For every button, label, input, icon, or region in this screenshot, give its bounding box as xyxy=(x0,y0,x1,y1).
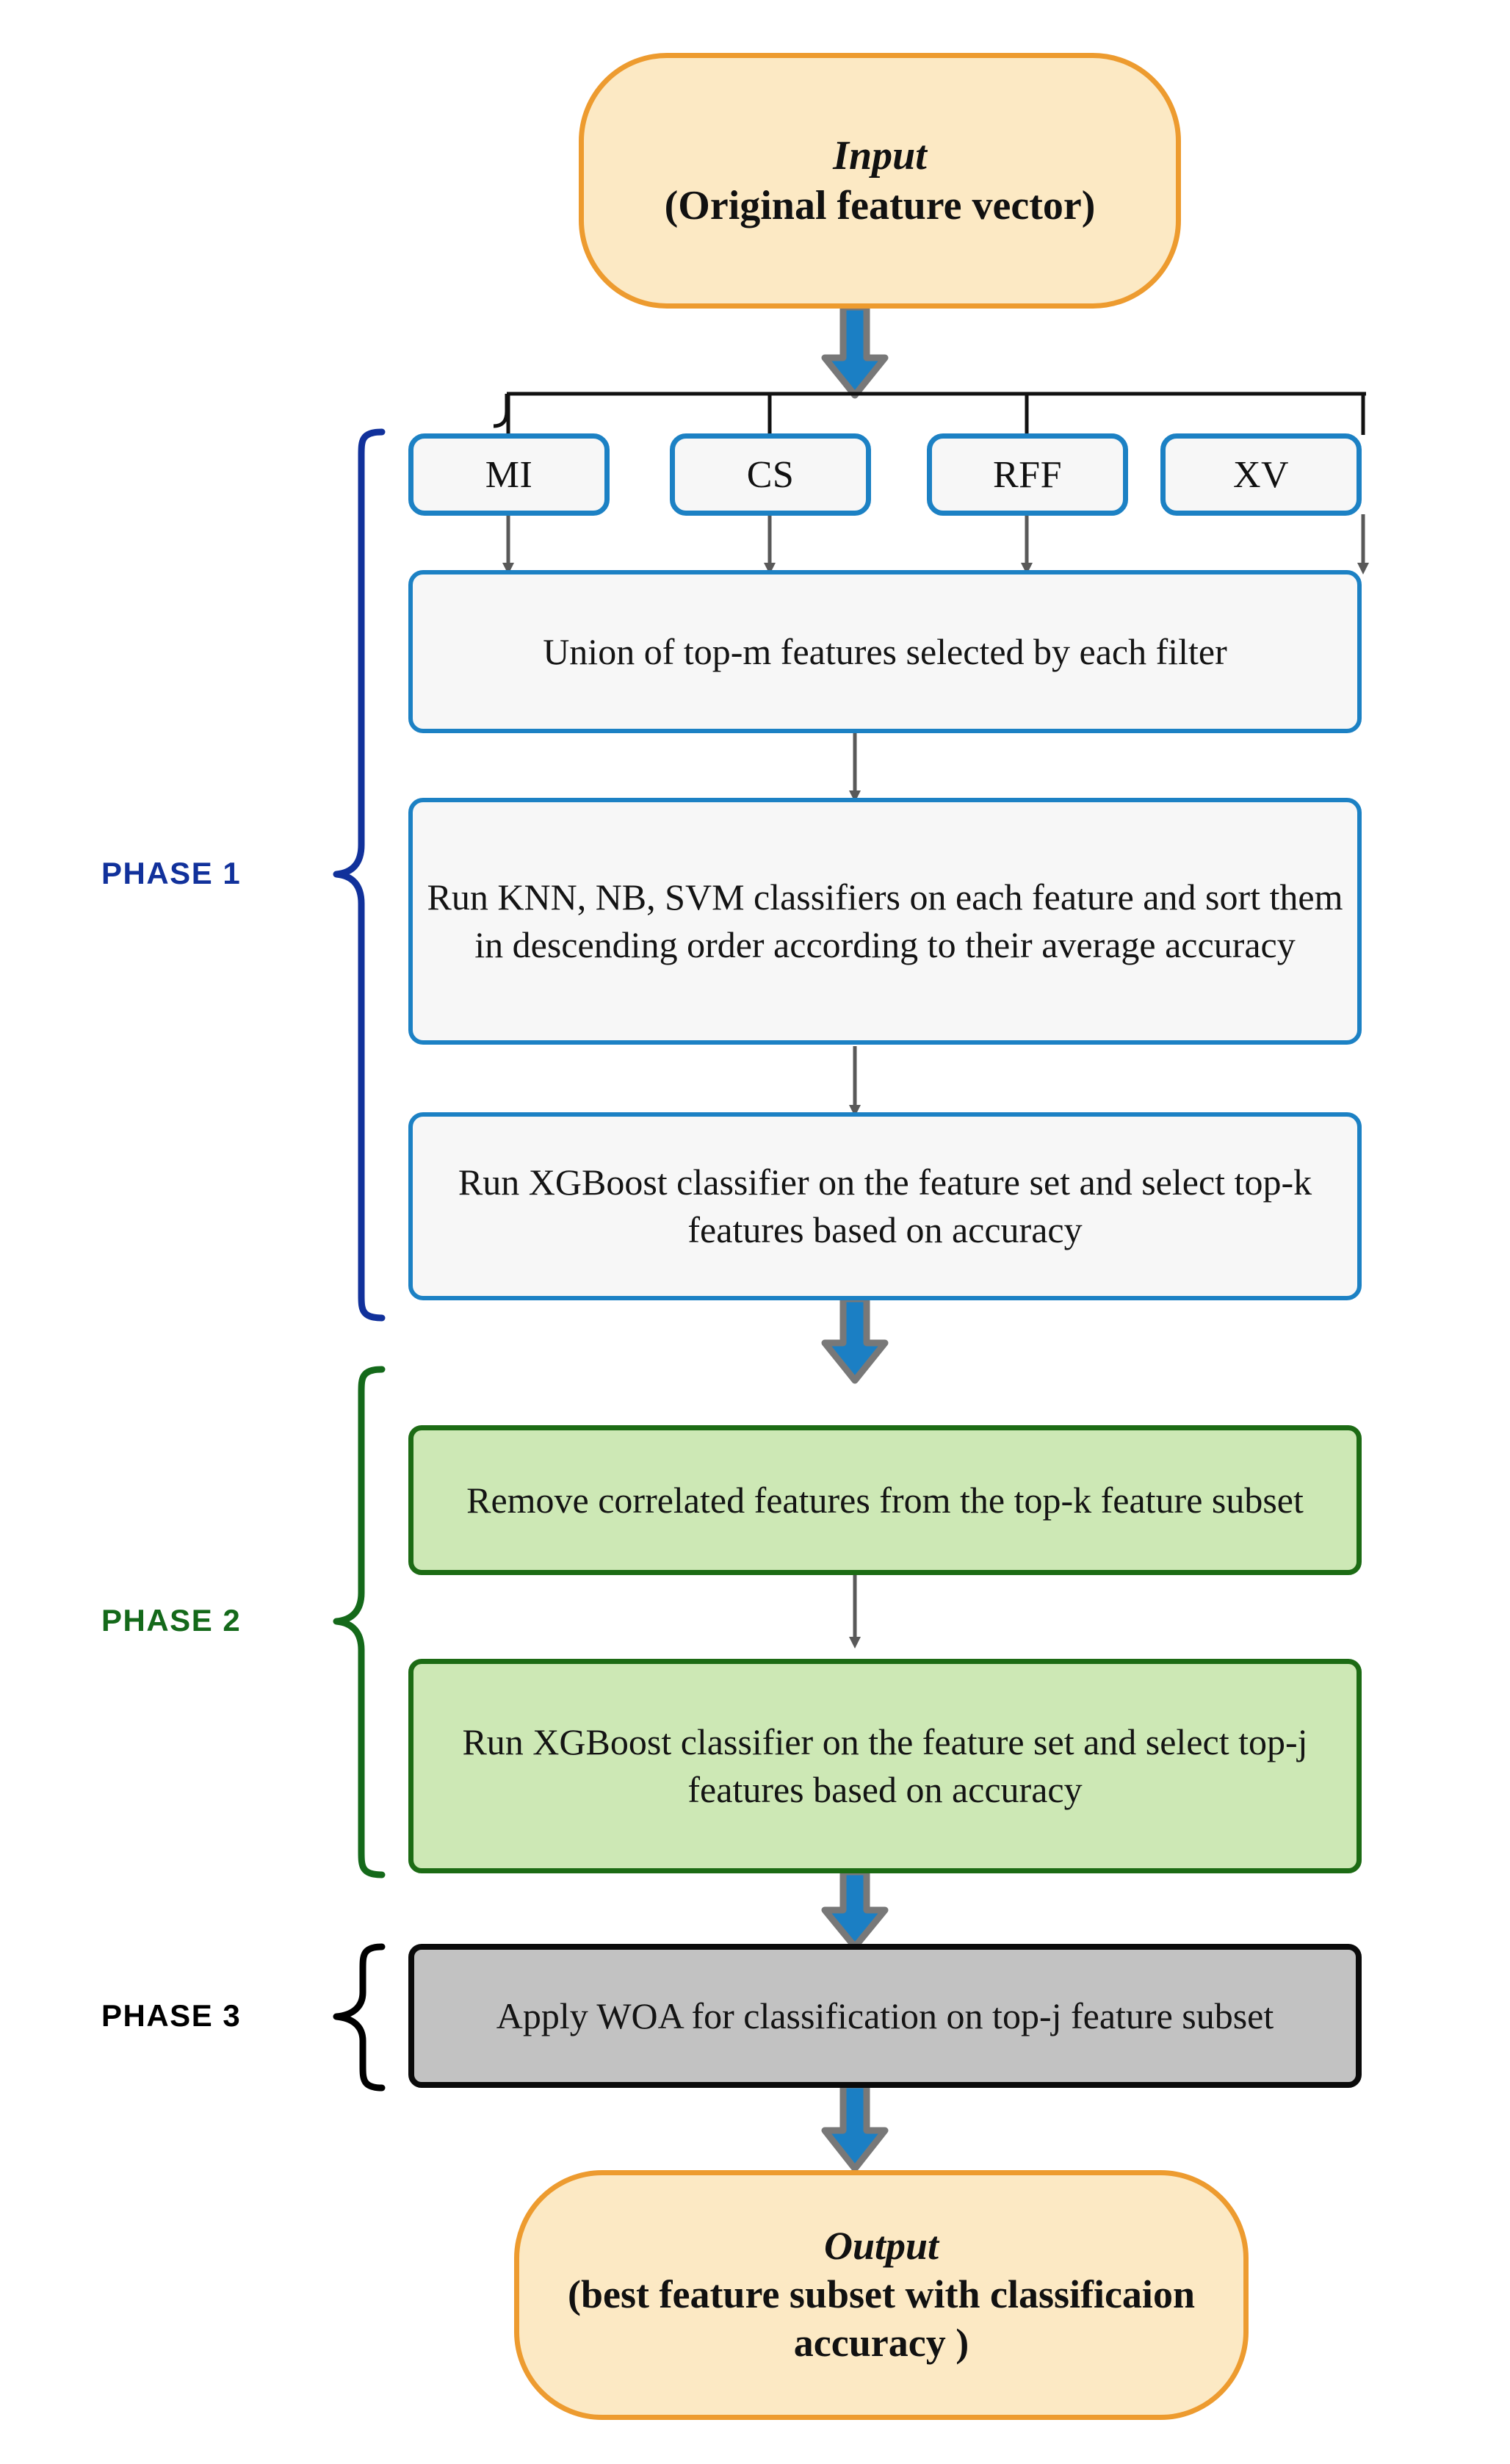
filter-box-rff[interactable]: RFF xyxy=(927,433,1128,516)
filter-to-union-arrows xyxy=(502,514,1369,574)
input-terminator[interactable]: Input (Original feature vector) xyxy=(579,53,1181,309)
step-union-of-top-m[interactable]: Union of top-m features selected by each… xyxy=(408,570,1362,733)
output-title: Output xyxy=(823,2224,939,2269)
step-xgboost-k-label: Run XGBoost classifier on the feature se… xyxy=(458,1161,1312,1250)
filter-label-mi: MI xyxy=(485,453,533,496)
phase-label-1: PHASE 1 xyxy=(101,856,242,890)
filter-label-xv: XV xyxy=(1232,453,1290,496)
step-classifiers-label: Run KNN, NB, SVM classifiers on each fea… xyxy=(427,876,1343,965)
step-remove-correlated[interactable]: Remove correlated features from the top-… xyxy=(408,1425,1362,1575)
input-title: Input xyxy=(833,132,927,179)
filter-box-mi[interactable]: MI xyxy=(408,433,610,516)
step-run-classifiers[interactable]: Run KNN, NB, SVM classifiers on each fea… xyxy=(408,798,1362,1045)
step-xgboost-topk[interactable]: Run XGBoost classifier on the feature se… xyxy=(408,1112,1362,1300)
step-union-label: Union of top-m features selected by each… xyxy=(543,630,1227,672)
filter-box-xv[interactable]: XV xyxy=(1160,433,1362,516)
step-apply-woa[interactable]: Apply WOA for classification on top-j fe… xyxy=(408,1944,1362,2088)
block-arrow-phase3-output xyxy=(821,2081,889,2172)
filter-drop-lines xyxy=(506,395,1365,435)
phase1-brace xyxy=(333,428,386,1322)
output-subtitle: (best feature subset with classificaion … xyxy=(568,2272,1195,2365)
filter-distribution-bus xyxy=(493,392,1366,428)
step-woa-label: Apply WOA for classification on top-j fe… xyxy=(496,1995,1274,2036)
phase2-brace xyxy=(333,1366,386,1878)
block-arrow-input xyxy=(821,303,889,399)
input-subtitle: (Original feature vector) xyxy=(664,183,1096,228)
filter-box-cs[interactable]: CS xyxy=(670,433,871,516)
phase-label-2: PHASE 2 xyxy=(101,1603,242,1638)
output-terminator[interactable]: Output (best feature subset with classif… xyxy=(514,2170,1249,2420)
block-arrow-phase1-phase2 xyxy=(821,1295,889,1384)
filter-label-rff: RFF xyxy=(992,453,1063,496)
phase-label-3: PHASE 3 xyxy=(101,1998,242,2033)
filter-label-cs: CS xyxy=(746,453,795,496)
step-remove-correlated-label: Remove correlated features from the top-… xyxy=(466,1479,1304,1521)
step-xgboost-j-label: Run XGBoost classifier on the feature se… xyxy=(462,1721,1308,1810)
step-xgboost-topj[interactable]: Run XGBoost classifier on the feature se… xyxy=(408,1659,1362,1873)
phase3-brace xyxy=(333,1943,386,2092)
block-arrow-phase2-phase3 xyxy=(821,1868,889,1950)
